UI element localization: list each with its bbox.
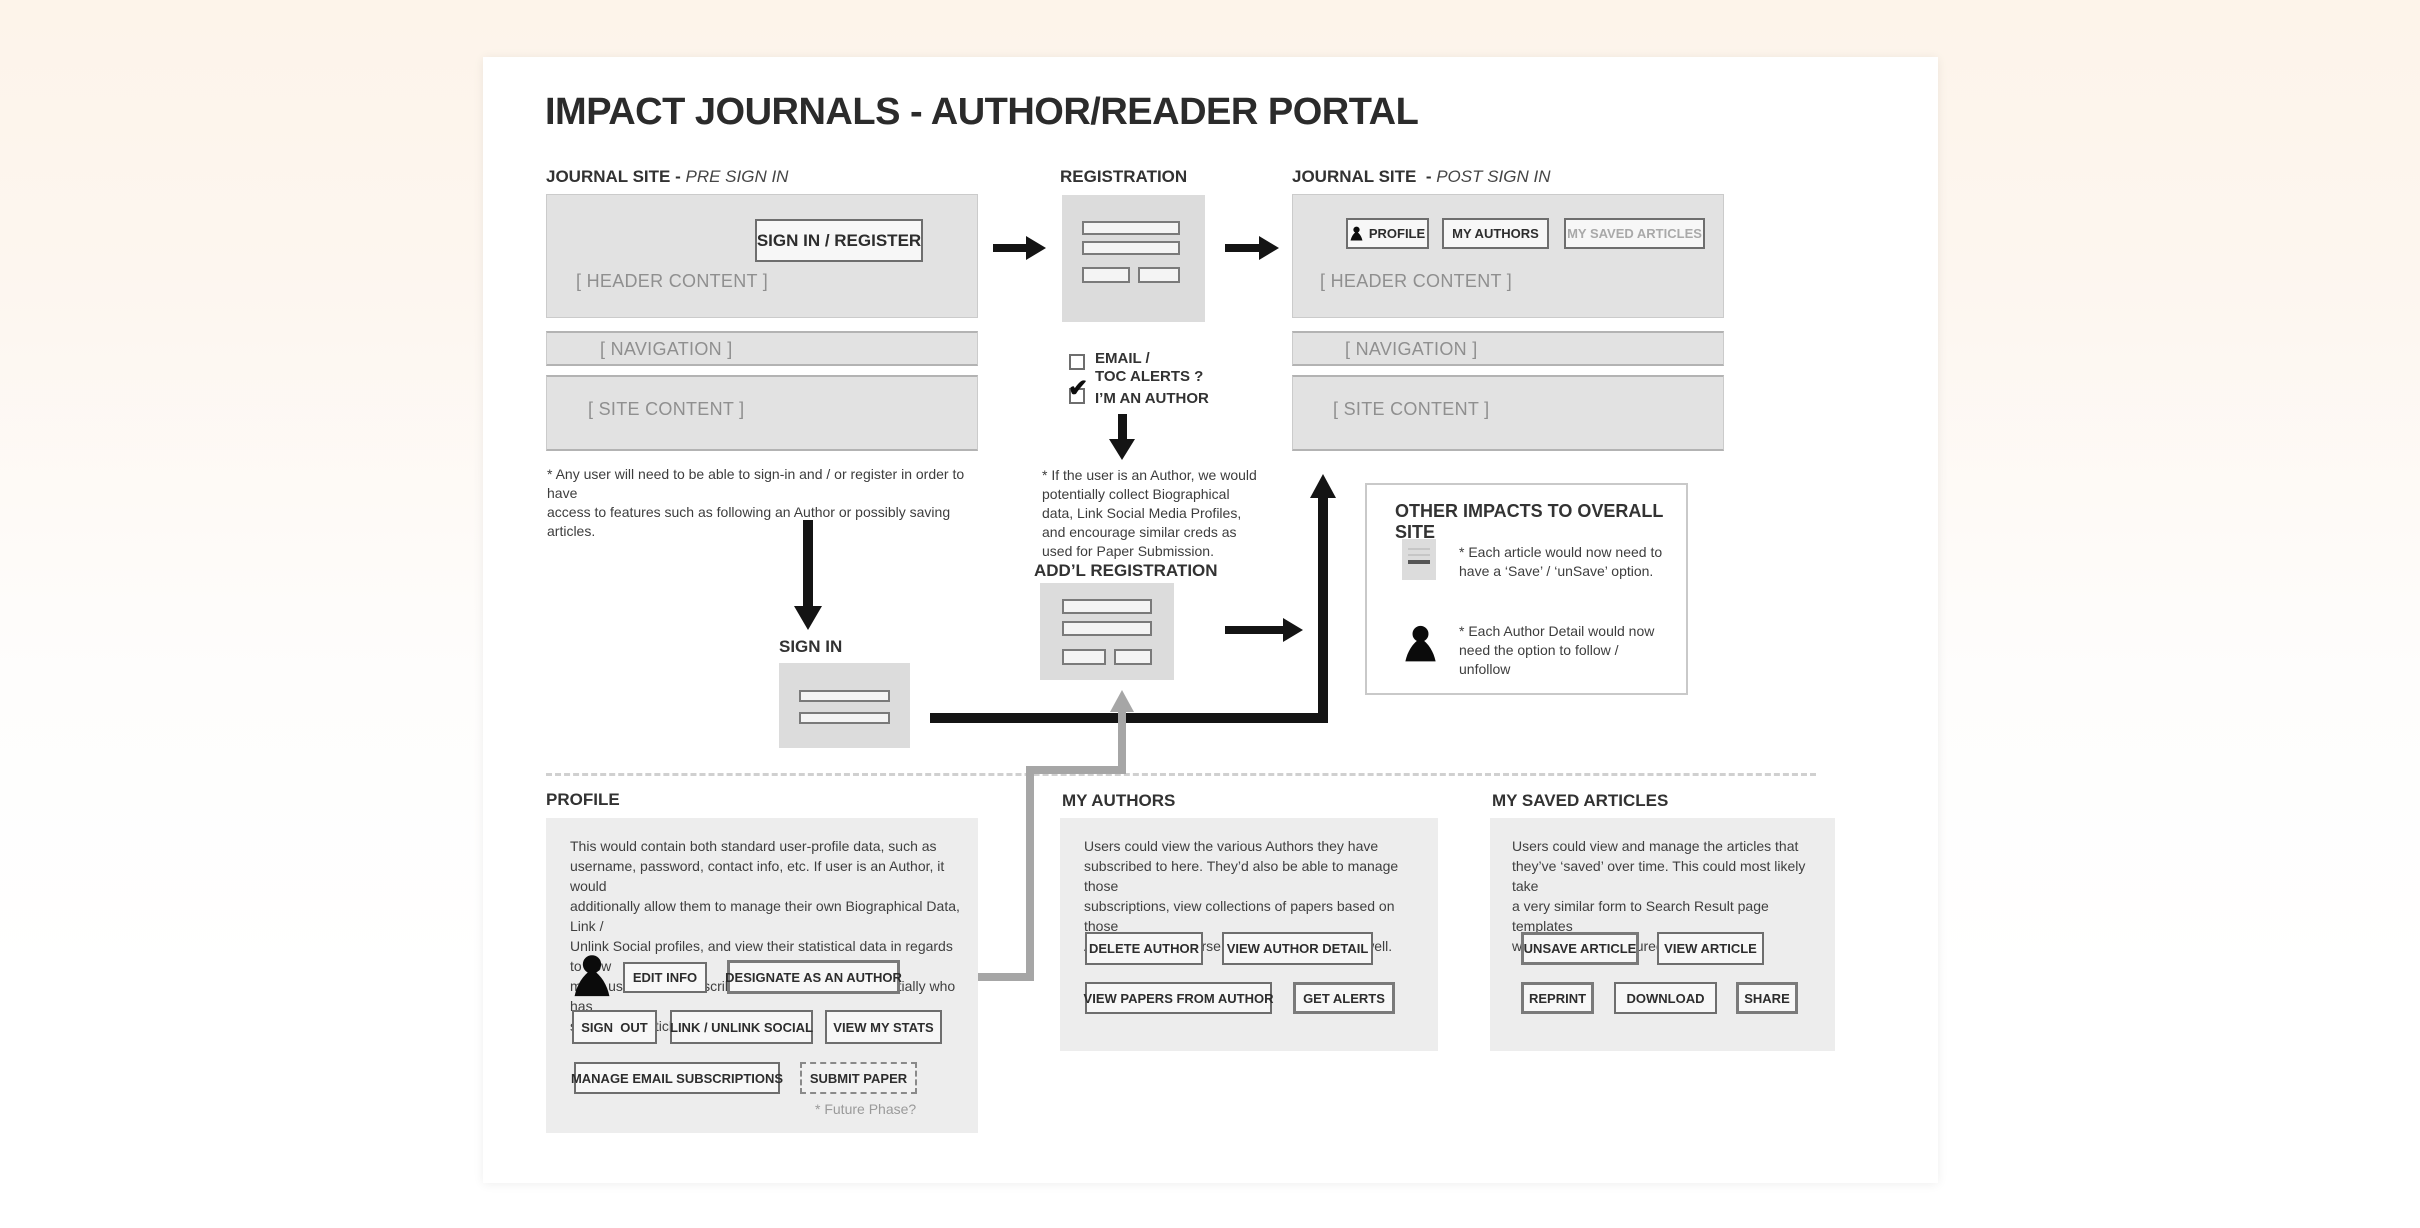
my-authors-section-heading: MY AUTHORS [1062,791,1176,810]
registration-form [1062,195,1205,322]
post-header-block [1292,194,1724,318]
other-impacts-box: OTHER IMPACTS TO OVERALL SITE * Each art… [1365,483,1688,695]
profile-button[interactable]: PROFILE [1346,218,1429,249]
unsave-article-button[interactable]: UNSAVE ARTICLE [1521,932,1639,965]
email-toc-checkbox[interactable] [1069,354,1085,370]
download-button[interactable]: DOWNLOAD [1614,982,1717,1014]
person-icon [574,955,610,997]
view-author-detail-button[interactable]: VIEW AUTHOR DETAIL [1222,932,1373,965]
profile-description: This would contain both standard user-pr… [570,838,960,1034]
pre-site-content-block [546,375,978,451]
registration-heading: REGISTRATION [1060,167,1188,186]
delete-author-button[interactable]: DELETE AUTHOR [1085,932,1203,965]
view-papers-from-author-button[interactable]: VIEW PAPERS FROM AUTHOR [1084,982,1273,1014]
article-impact-note: * Each article would now need to have a … [1459,544,1663,579]
signin-form [779,663,910,748]
view-article-button[interactable]: VIEW ARTICLE [1657,932,1764,965]
registration-note: * If the user is an Author, we would pot… [1042,467,1257,559]
registration-input-bar[interactable] [1082,221,1180,235]
addl-registration-form [1040,583,1174,680]
checkmark-icon: ✔ [1068,375,1089,402]
registration-button-bar[interactable] [1082,267,1130,283]
my-saved-articles-button[interactable]: MY SAVED ARTICLES [1564,218,1705,249]
reprint-button[interactable]: REPRINT [1521,982,1594,1014]
person-icon [1405,625,1436,662]
manage-email-subscriptions-button[interactable]: MANAGE EMAIL SUBSCRIPTIONS [571,1062,783,1094]
future-phase-label: * Future Phase? [815,1101,917,1117]
article-icon [1402,539,1436,580]
post-navigation-label: [ NAVIGATION ] [1345,339,1478,359]
addl-input-bar[interactable] [1062,599,1152,614]
signin-input-bar[interactable] [799,712,890,724]
im-author-checkbox[interactable] [1069,388,1085,404]
share-button[interactable]: SHARE [1736,982,1798,1014]
wireframe-canvas: IMPACT JOURNALS - AUTHOR/READER PORTAL J… [483,57,1938,1183]
im-author-label: I’M AN AUTHOR [1095,390,1209,407]
sign-out-button[interactable]: SIGN OUT [572,1010,657,1044]
view-my-stats-button[interactable]: VIEW MY STATS [825,1010,942,1044]
post-signin-heading: JOURNAL SITE - POST SIGN IN [1292,167,1551,186]
email-toc-label: EMAIL / TOC ALERTS ? [1095,350,1204,385]
signin-heading: SIGN IN [779,637,843,656]
profile-section-heading: PROFILE [546,790,620,809]
other-impacts-heading: OTHER IMPACTS TO OVERALL SITE [1395,501,1664,542]
pre-signin-heading: JOURNAL SITE - PRE SIGN IN [546,167,789,186]
my-saved-section-heading: MY SAVED ARTICLES [1492,791,1669,810]
post-navigation-bar [1292,331,1724,366]
post-site-content-label: [ SITE CONTENT ] [1333,399,1490,419]
addl-button-bar[interactable] [1114,649,1152,665]
submit-paper-button[interactable]: SUBMIT PAPER [800,1062,917,1094]
post-header-content-label: [ HEADER CONTENT ] [1320,271,1513,291]
signin-input-bar[interactable] [799,690,890,702]
registration-input-bar[interactable] [1082,241,1180,255]
sign-in-register-button[interactable]: SIGN IN / REGISTER [755,219,923,262]
get-alerts-button[interactable]: GET ALERTS [1293,982,1395,1014]
dashed-divider [546,773,1816,776]
pre-navigation-label: [ NAVIGATION ] [600,339,733,359]
addl-button-bar[interactable] [1062,649,1106,665]
post-site-content-block [1292,375,1724,451]
addl-input-bar[interactable] [1062,621,1152,636]
designate-as-author-button[interactable]: DESIGNATE AS AN AUTHOR [725,960,902,994]
my-saved-description: Users could view and manage the articles… [1512,838,1806,954]
edit-info-button[interactable]: EDIT INFO [623,962,707,993]
addl-registration-heading: ADD’L REGISTRATION [1034,561,1218,580]
author-impact-note: * Each Author Detail would now need the … [1459,623,1655,677]
pre-site-content-label: [ SITE CONTENT ] [588,399,745,419]
registration-button-bar[interactable] [1138,267,1180,283]
my-authors-button[interactable]: MY AUTHORS [1442,218,1549,249]
pre-signin-note: * Any user will need to be able to sign-… [547,466,965,539]
page-title: IMPACT JOURNALS - AUTHOR/READER PORTAL [545,91,1419,133]
person-icon [1350,226,1363,241]
pre-navigation-bar [546,331,978,366]
link-unlink-social-button[interactable]: LINK / UNLINK SOCIAL [670,1010,813,1044]
pre-header-content-label: [ HEADER CONTENT ] [576,271,769,291]
